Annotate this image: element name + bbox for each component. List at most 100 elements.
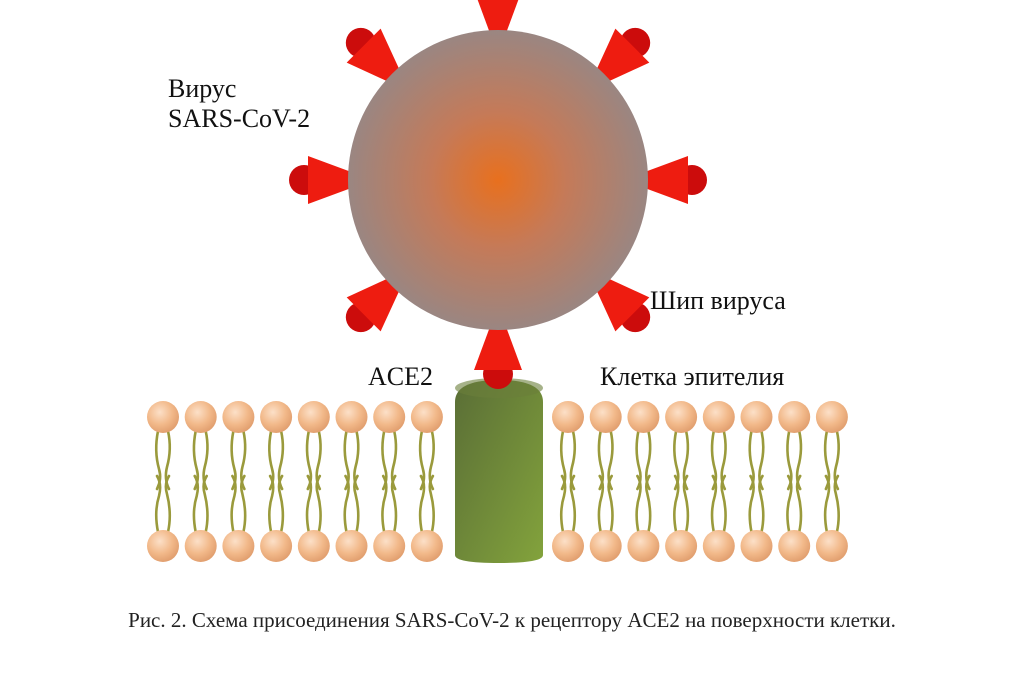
figure-caption: Рис. 2. Схема присоединения SARS-CoV-2 к… [128,608,896,632]
lipid-tail [239,474,247,534]
lipid-tail [607,474,614,534]
lipid-tail [559,474,567,534]
lipid-head [778,401,811,433]
lipid-head [373,401,406,433]
lipid-pair [740,401,773,562]
lipid-tail [644,474,652,534]
spike-stalk [474,0,522,36]
virus-spike [289,156,354,204]
lipid-tail [823,474,831,534]
lipid-head [222,530,255,562]
spike-stalk [594,28,650,84]
virus-label-line2: SARS-CoV-2 [168,103,311,133]
lipid-head [335,530,368,562]
lipid-pair [702,401,735,562]
lipid-tail [381,474,388,534]
lipid-head [740,401,773,433]
lipid-pair [665,401,698,562]
lipid-head [589,401,622,433]
lipid-tail [418,474,426,534]
lipid-head [147,530,179,562]
lipid-pair [815,401,848,562]
lipid-tail [305,474,313,534]
spike-label: Шип вируса [650,286,786,315]
lipid-head [665,530,698,562]
lipid-head [410,530,443,562]
virus-spike [345,276,402,333]
lipid-head [184,530,217,562]
spike-stalk [308,156,354,204]
lipid-head [147,401,179,433]
lipid-tail [164,474,172,534]
lipid-tail [758,474,765,534]
virus-particle [348,30,648,330]
lipid-tail [682,474,690,534]
lipid-head [184,401,217,433]
lipid-tail [268,474,275,534]
lipid-head [297,401,330,433]
lipid-pair [184,401,217,562]
lipid-head [589,530,622,562]
lipid-pair [410,401,443,562]
virus-spike [345,27,402,84]
lipid-head [222,401,255,433]
spike-stalk [346,28,402,84]
lipid-head [373,530,406,562]
virus-spikes [289,0,707,389]
lipid-head [815,401,848,433]
lipid-tail [569,474,577,534]
lipid-tail [635,474,642,534]
lipid-pair [260,401,293,562]
spike-stalk [474,324,522,370]
lipid-head [702,401,735,433]
lipid-tail [277,474,285,534]
lipid-tail [343,474,350,534]
lipid-tail [597,474,605,534]
lipid-pair [297,401,330,562]
ace2-receptor [455,378,543,563]
lipid-head [552,530,584,562]
spike-stalk [594,276,650,332]
ace2-label: ACE2 [368,362,433,391]
lipid-tail [353,474,360,534]
lipid-tail [833,474,840,534]
lipid-head [627,401,660,433]
virus-label-line1: Вирус [168,74,237,103]
lipid-pair [552,401,584,562]
lipid-tail [202,474,209,534]
lipid-head [552,401,584,433]
lipid-head [297,530,330,562]
lipid-head [815,530,848,562]
lipid-pair [222,401,255,562]
virus-spike [642,156,707,204]
lipid-pair [778,401,811,562]
lipid-tail [673,474,680,534]
lipid-tail [748,474,755,534]
lipid-pair [147,401,179,562]
lipid-tail [230,474,237,534]
lipid-tail [795,474,803,534]
lipid-head [778,530,811,562]
lipid-tail [720,474,727,534]
lipid-pair [589,401,622,562]
cell-membrane [147,401,848,562]
lipid-pair [335,401,368,562]
virus-spike [594,27,651,84]
lipid-tail [710,474,718,534]
lipid-head [665,401,698,433]
lipid-tail [315,474,322,534]
lipid-head [702,530,735,562]
lipid-head [740,530,773,562]
lipid-tail [192,474,200,534]
lipid-head [410,401,443,433]
lipid-head [627,530,660,562]
lipid-pair [627,401,660,562]
virus-spike [474,0,522,36]
lipid-tail [390,474,398,534]
lipid-head [260,401,293,433]
lipid-head [335,401,368,433]
lipid-tail [786,474,793,534]
virus-label: Вирус SARS-CoV-2 [168,74,310,134]
spike-stalk [346,276,402,332]
